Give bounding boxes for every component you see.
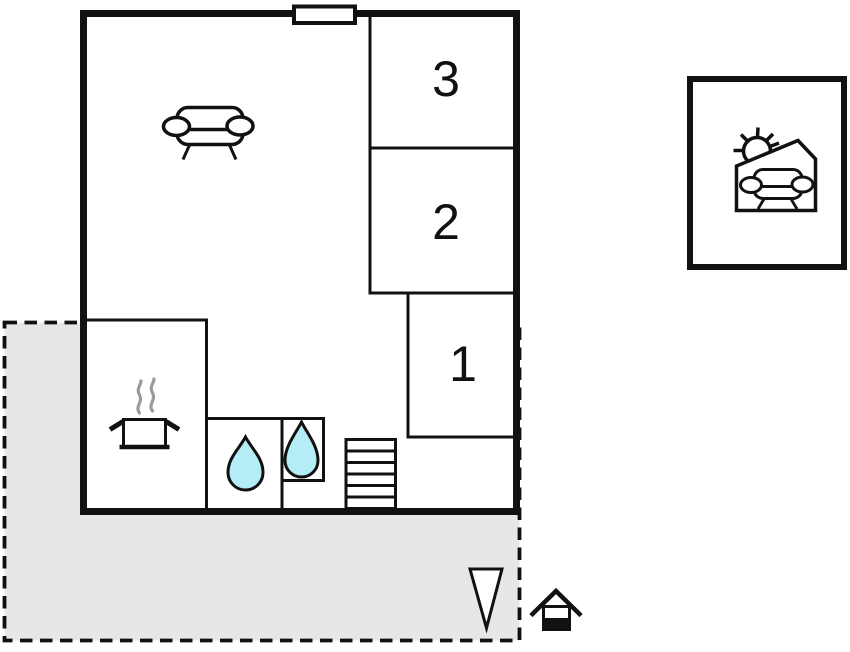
annex-box bbox=[687, 76, 847, 270]
house-entrance-icon bbox=[529, 587, 583, 631]
sofa-icon bbox=[739, 168, 815, 210]
steam-line bbox=[136, 379, 143, 415]
room-1-label: 1 bbox=[449, 336, 477, 392]
cooking-pot-icon bbox=[108, 377, 181, 450]
covered-terrace-icon bbox=[733, 127, 818, 213]
room-3-label: 3 bbox=[432, 51, 460, 107]
stairs-icon bbox=[344, 438, 397, 510]
water-drop-icon bbox=[226, 433, 265, 492]
inner-walls bbox=[84, 15, 516, 511]
entrance-arrow-icon bbox=[468, 567, 504, 634]
steam-line bbox=[149, 377, 156, 413]
room-2-label: 2 bbox=[432, 194, 460, 250]
window-icon bbox=[292, 4, 357, 25]
sofa-icon bbox=[161, 105, 255, 161]
water-drop-icon bbox=[283, 418, 320, 479]
